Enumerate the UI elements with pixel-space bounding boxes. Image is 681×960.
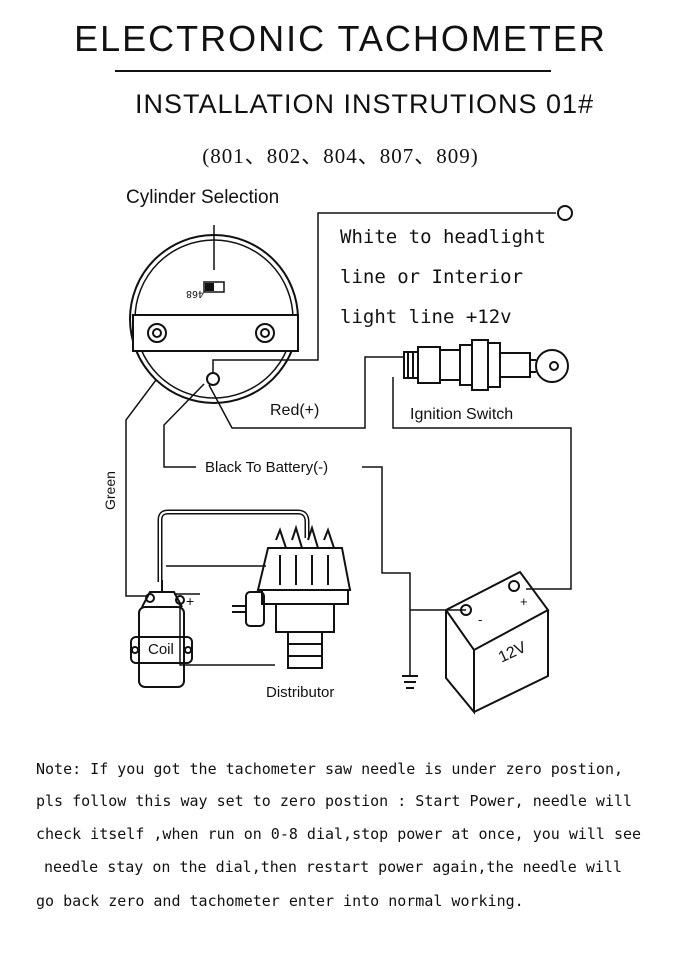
black-wire bbox=[163, 383, 205, 468]
cylinder-selection-label: Cylinder Selection bbox=[126, 187, 280, 208]
white-wire-label-line3: light line +12v bbox=[340, 306, 512, 328]
battery-minus-label: - bbox=[478, 612, 482, 627]
coil-label: Coil bbox=[148, 641, 174, 658]
black-wire-label: Black To Battery(-) bbox=[205, 459, 329, 476]
key-icon bbox=[530, 349, 569, 383]
ignition-switch-label: Ignition Switch bbox=[410, 406, 514, 423]
note-line-1: Note: If you got the tachometer saw need… bbox=[36, 760, 623, 778]
white-wire-label-line1: White to headlight bbox=[340, 226, 546, 248]
note-line-3: check itself ,when run on 0-8 dial,stop … bbox=[36, 825, 642, 843]
red-wire bbox=[208, 356, 403, 429]
green-wire bbox=[125, 379, 157, 597]
note-line-4: needle stay on the dial,then restart pow… bbox=[44, 858, 622, 876]
ignition-switch bbox=[403, 339, 569, 391]
battery-negative-terminal bbox=[460, 604, 472, 616]
subtitle: INSTALLATION INSTRUTIONS 01# bbox=[135, 89, 595, 119]
title-underline bbox=[115, 70, 551, 72]
ground-icon bbox=[402, 675, 418, 689]
cylinder-selector-switch bbox=[203, 225, 225, 293]
battery-positive-terminal bbox=[508, 580, 520, 592]
battery bbox=[444, 570, 550, 715]
green-wire-label: Green bbox=[102, 471, 118, 510]
battery-plus-label: + bbox=[520, 594, 528, 609]
cylinder-digits: 468 bbox=[186, 288, 204, 299]
ignition-to-battery-wire bbox=[392, 377, 572, 590]
ignition-coil bbox=[130, 580, 193, 688]
red-wire-label: Red(+) bbox=[270, 402, 320, 419]
note-line-2: pls follow this way set to zero postion … bbox=[36, 792, 633, 810]
white-wire-label-line2: line or Interior bbox=[340, 266, 524, 288]
white-wire bbox=[212, 212, 556, 373]
coil-plus-label: + bbox=[186, 593, 194, 609]
distributor bbox=[232, 524, 352, 669]
wiring-diagram: + + - 468 bbox=[125, 205, 573, 715]
model-numbers: (801、802、804、807、809) bbox=[202, 144, 479, 168]
page-title: ELECTRONIC TACHOMETER bbox=[74, 18, 607, 59]
distributor-label: Distributor bbox=[266, 684, 335, 701]
headlight-terminal bbox=[557, 205, 573, 221]
note-line-5: go back zero and tachometer enter into n… bbox=[36, 892, 524, 910]
